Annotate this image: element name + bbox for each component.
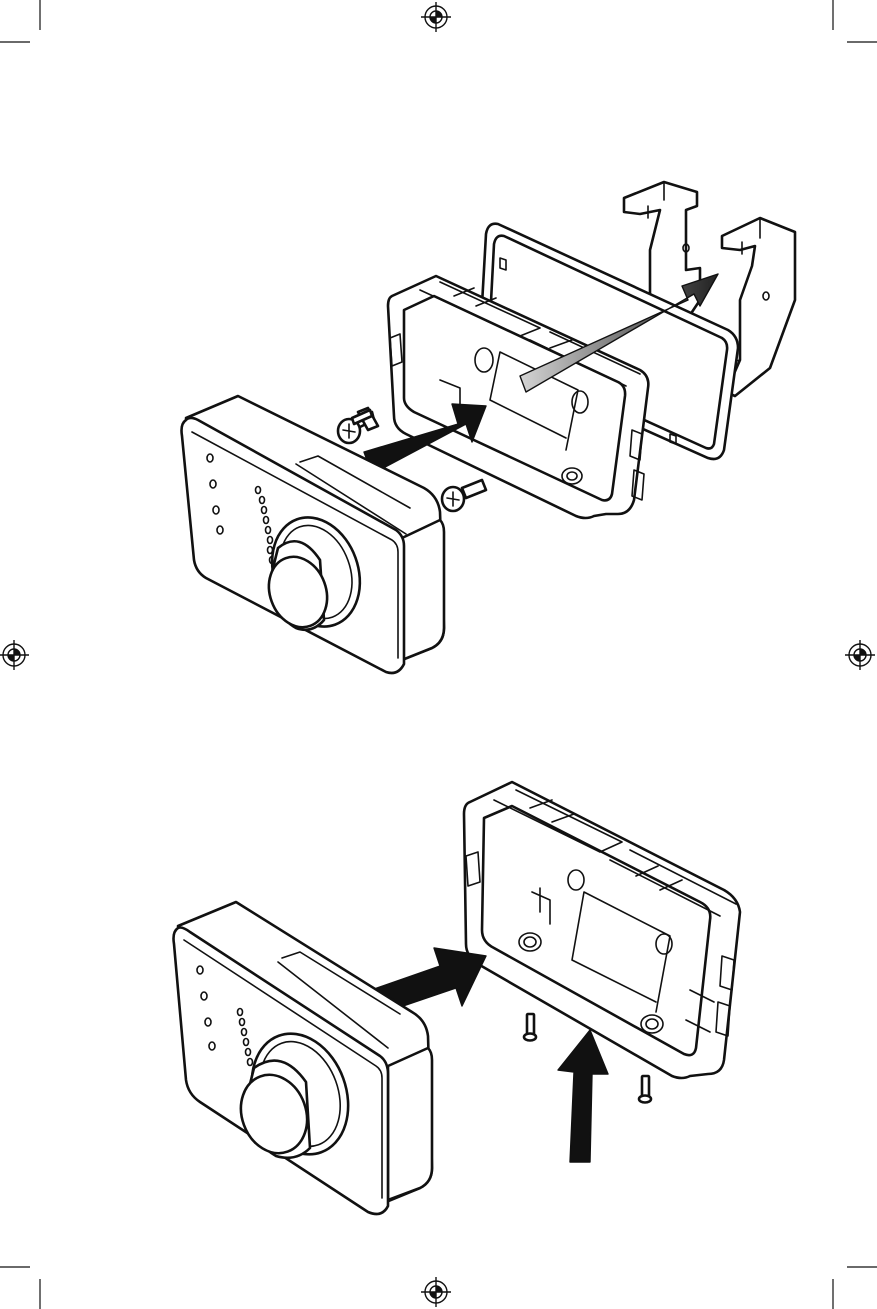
screw xyxy=(442,480,486,511)
controller xyxy=(182,396,445,673)
controller xyxy=(174,902,433,1214)
screw xyxy=(338,408,378,443)
screw xyxy=(524,1014,536,1041)
screw xyxy=(639,1076,651,1103)
panel-top xyxy=(182,182,796,673)
panel-bottom xyxy=(174,782,741,1214)
back-box xyxy=(464,782,740,1078)
registration-mark-icon xyxy=(421,2,451,32)
registration-mark-icon xyxy=(0,640,29,670)
registration-mark-icon xyxy=(421,1277,451,1307)
screws-up-arrow xyxy=(558,1030,608,1162)
registration-mark-icon xyxy=(845,640,875,670)
